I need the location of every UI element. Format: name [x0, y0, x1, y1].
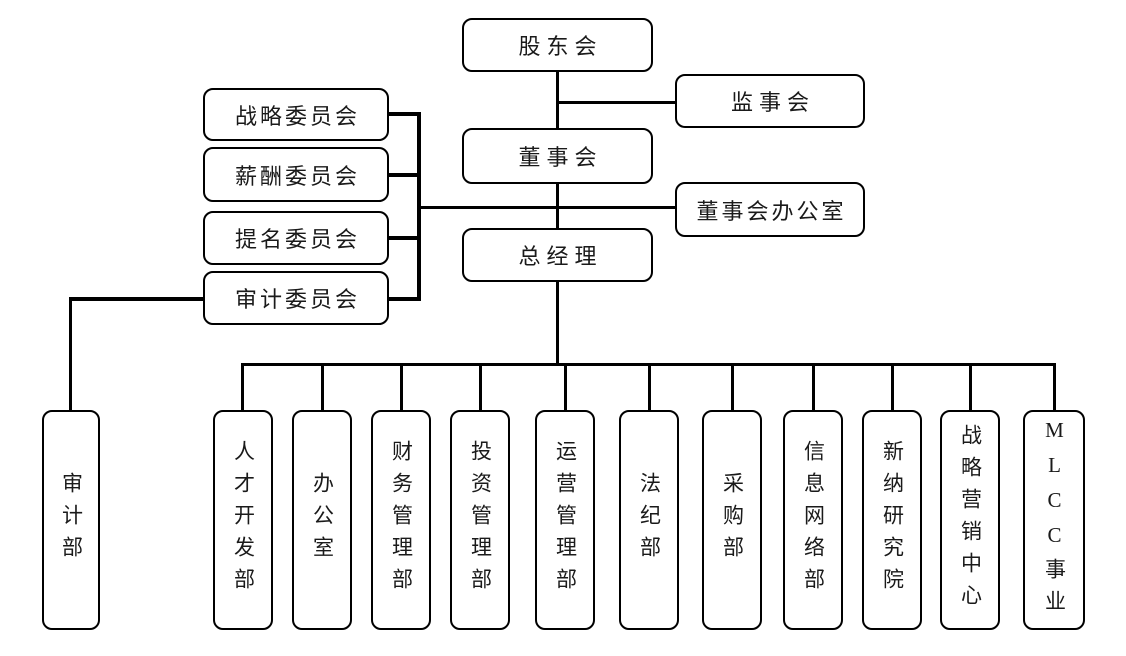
- connector-nomination-committee: [388, 236, 418, 240]
- connector-gm-trunk: [556, 281, 559, 366]
- node-audit-committee: 审计委员会: [203, 271, 389, 325]
- connector-drop-operations: [564, 363, 567, 412]
- node-talent-dev-dept-label: 人才开发部: [231, 440, 256, 600]
- node-strategic-marketing-center-label: 战略营销中心: [958, 424, 983, 616]
- node-board-office-label: 董事会办公室: [696, 198, 847, 224]
- node-mlcc-business-label: MLCC事业: [1042, 418, 1067, 622]
- node-shareholders-label: 股东会: [518, 34, 603, 59]
- node-finance-dept: 财务管理部: [371, 410, 431, 630]
- connector-committee-trunk: [417, 112, 421, 301]
- connector-drop-talent: [241, 363, 244, 412]
- node-info-network-dept: 信息网络部: [783, 410, 843, 630]
- connector-drop-research: [891, 363, 894, 412]
- node-strategy-committee-label: 战略委员会: [234, 103, 360, 129]
- node-office: 办公室: [292, 410, 352, 630]
- connector-strategy-committee: [388, 112, 418, 116]
- node-nomination-committee-label: 提名委员会: [234, 227, 360, 252]
- connector-drop-procurement: [731, 363, 734, 412]
- node-finance-dept-label: 财务管理部: [389, 440, 414, 600]
- connector-drop-discipline: [648, 363, 651, 412]
- connector-drop-investment: [479, 363, 482, 412]
- node-board-of-directors-label: 董事会: [518, 145, 603, 170]
- node-info-network-dept-label: 信息网络部: [801, 440, 826, 600]
- connector-audit-committee: [388, 297, 418, 301]
- node-board-of-directors: 董事会: [462, 128, 653, 184]
- node-discipline-dept-label: 法纪部: [637, 472, 662, 568]
- node-general-manager: 总经理: [462, 228, 653, 282]
- node-supervisory-board-label: 监事会: [730, 90, 815, 115]
- node-investment-dept-label: 投资管理部: [468, 440, 493, 600]
- node-board-office: 董事会办公室: [675, 182, 865, 237]
- connector-drop-finance: [400, 363, 403, 412]
- node-compensation-committee-label: 薪酬委员会: [234, 163, 360, 189]
- node-operations-dept-label: 运营管理部: [553, 440, 578, 600]
- node-shareholders: 股东会: [462, 18, 653, 72]
- connector-supervisory-board: [556, 101, 677, 104]
- node-mlcc-business: MLCC事业: [1023, 410, 1085, 630]
- connector-audit-dept-horizontal: [69, 297, 205, 301]
- node-procurement-dept-label: 采购部: [720, 472, 745, 568]
- node-strategic-marketing-center: 战略营销中心: [940, 410, 1000, 630]
- node-procurement-dept: 采购部: [702, 410, 762, 630]
- node-discipline-dept: 法纪部: [619, 410, 679, 630]
- node-compensation-committee: 薪酬委员会: [203, 147, 389, 202]
- connector-drop-office: [321, 363, 324, 412]
- node-audit-committee-label: 审计委员会: [234, 287, 360, 312]
- node-xinna-research-institute: 新纳研究院: [862, 410, 922, 630]
- node-talent-dev-dept: 人才开发部: [213, 410, 273, 630]
- node-operations-dept: 运营管理部: [535, 410, 595, 630]
- node-supervisory-board: 监事会: [675, 74, 865, 128]
- node-nomination-committee: 提名委员会: [203, 211, 389, 265]
- connector-drop-info-network: [812, 363, 815, 412]
- connector-board-office: [418, 206, 677, 209]
- node-office-label: 办公室: [310, 472, 335, 568]
- connector-drop-mlcc: [1053, 363, 1056, 412]
- connector-compensation-committee: [388, 173, 418, 177]
- node-investment-dept: 投资管理部: [450, 410, 510, 630]
- node-strategy-committee: 战略委员会: [203, 88, 389, 141]
- node-audit-dept-label: 审计部: [59, 472, 84, 568]
- node-audit-dept: 审计部: [42, 410, 100, 630]
- connector-drop-marketing: [969, 363, 972, 412]
- node-general-manager-label: 总经理: [518, 244, 603, 269]
- connector-audit-dept-vertical: [69, 297, 72, 412]
- node-xinna-research-institute-label: 新纳研究院: [880, 440, 905, 600]
- connector-shareholders-board: [556, 70, 559, 130]
